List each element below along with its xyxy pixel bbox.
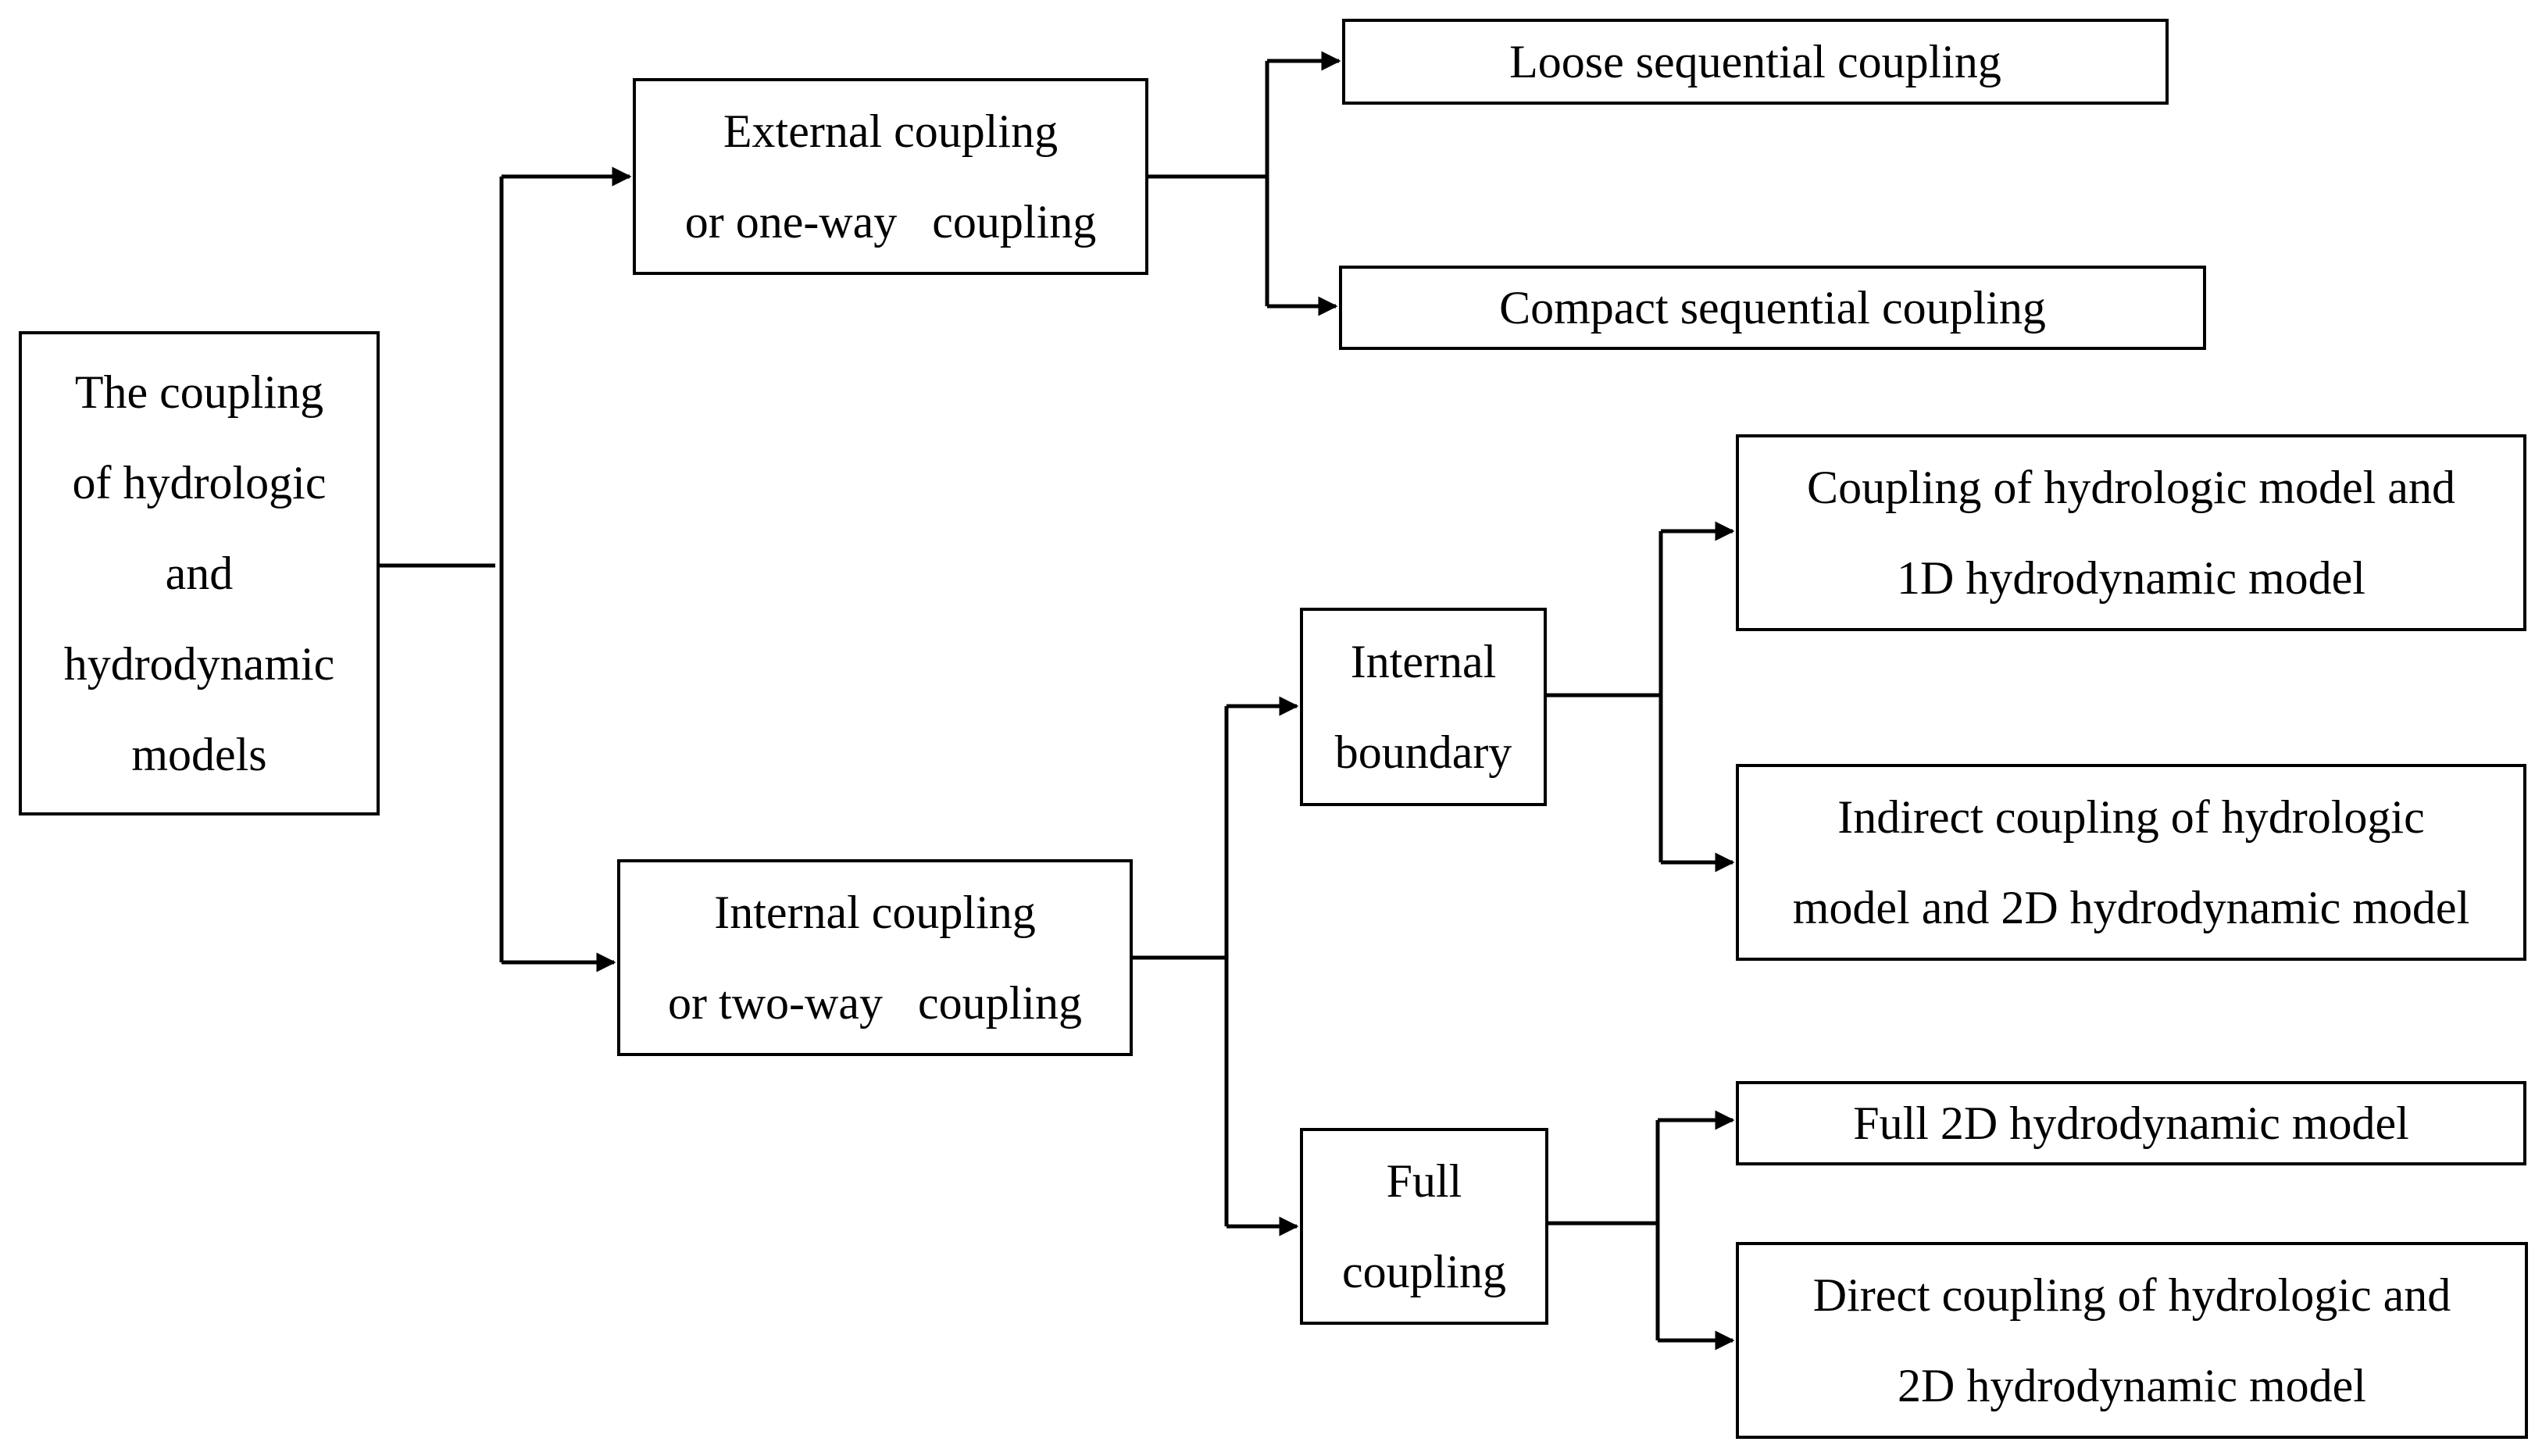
root-node-line-2: of hydrologic (72, 457, 327, 509)
compact-sequential-label: Compact sequential coupling (1499, 282, 2046, 334)
direct-2d-coupling-line-1: Direct coupling of hydrologic and (1812, 1269, 2451, 1321)
internal-boundary-node: Internal boundary (1300, 608, 1547, 806)
full-coupling-node: Full coupling (1300, 1128, 1548, 1325)
internal-boundary-line-1: Internal (1350, 636, 1497, 687)
internal-boundary-line-2: boundary (1334, 726, 1512, 778)
indirect-2d-coupling-line-2: model and 2D hydrodynamic model (1792, 882, 2470, 933)
direct-2d-coupling-line-2: 2D hydrodynamic model (1898, 1360, 2366, 1411)
loose-sequential-label: Loose sequential coupling (1509, 36, 2001, 87)
compact-sequential-node: Compact sequential coupling (1339, 266, 2206, 350)
root-node-line-4: hydrodynamic (63, 638, 335, 690)
root-node-line-1: The coupling (74, 366, 324, 418)
hydrologic-1d-coupling-line-2: 1D hydrodynamic model (1897, 552, 2365, 604)
root-node-line-3: and (165, 548, 234, 599)
root-node: The coupling of hydrologic and hydrodyna… (19, 331, 380, 815)
direct-2d-coupling-node: Direct coupling of hydrologic and 2D hyd… (1736, 1242, 2528, 1439)
full-coupling-line-2: coupling (1342, 1246, 1506, 1297)
internal-coupling-line-2: or two-way coupling (668, 977, 1082, 1029)
full-2d-model-node: Full 2D hydrodynamic model (1736, 1081, 2526, 1165)
external-coupling-line-1: External coupling (723, 105, 1059, 157)
root-node-line-5: models (131, 729, 267, 780)
loose-sequential-node: Loose sequential coupling (1342, 19, 2169, 105)
internal-coupling-node: Internal coupling or two-way coupling (617, 859, 1133, 1056)
internal-coupling-line-1: Internal coupling (714, 887, 1036, 938)
external-coupling-line-2: or one-way coupling (684, 196, 1097, 248)
hydrologic-1d-coupling-node: Coupling of hydrologic model and 1D hydr… (1736, 434, 2526, 631)
hydrologic-1d-coupling-line-1: Coupling of hydrologic model and (1807, 462, 2455, 513)
external-coupling-node: External coupling or one-way coupling (633, 78, 1148, 275)
full-2d-model-label: Full 2D hydrodynamic model (1853, 1097, 2409, 1149)
indirect-2d-coupling-line-1: Indirect coupling of hydrologic (1837, 791, 2425, 843)
indirect-2d-coupling-node: Indirect coupling of hydrologic model an… (1736, 764, 2526, 961)
full-coupling-line-1: Full (1386, 1155, 1462, 1207)
